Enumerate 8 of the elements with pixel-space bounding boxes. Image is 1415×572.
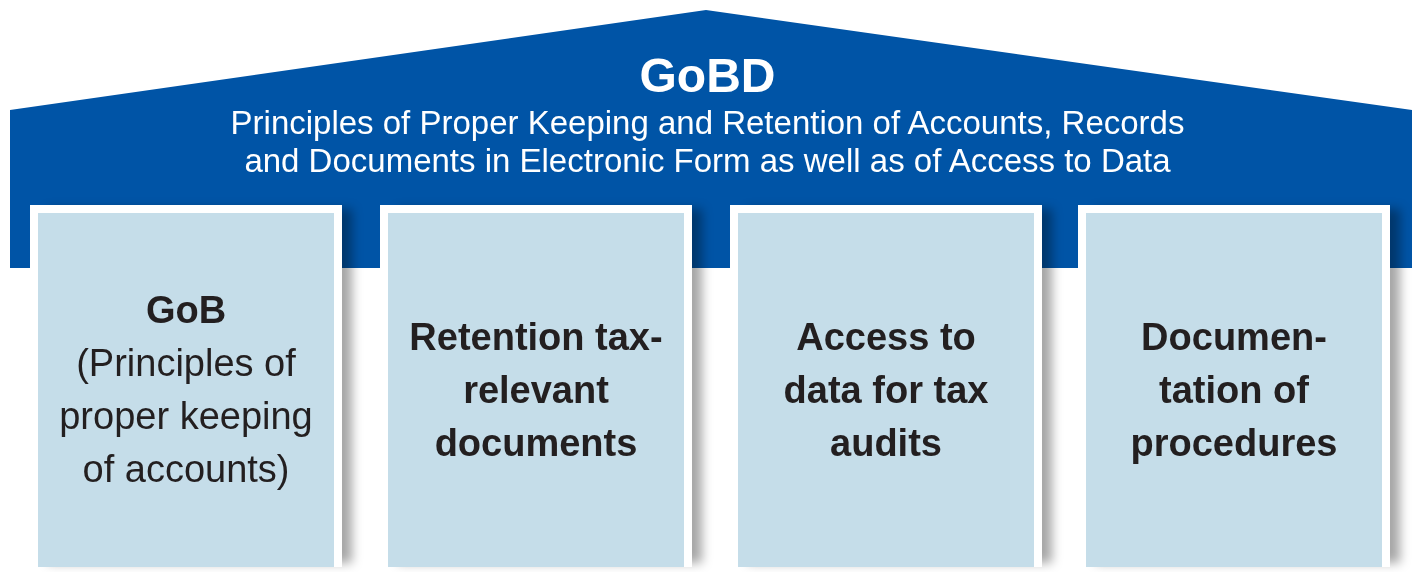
pillar-box bbox=[30, 205, 342, 567]
pillar-heading: Documen- tation of procedures bbox=[1129, 314, 1339, 466]
pillar-heading: Access to data for tax audits bbox=[782, 314, 990, 466]
subtitle-text: Principles of Proper Keeping and Retention of Accounts, Records and Documents in Electronic Form as well as of Access to Data bbox=[229, 104, 1186, 180]
pillar-text: (Principles of proper keeping of accounts) bbox=[58, 341, 314, 492]
pillar-heading: Retention tax-relevant documents bbox=[408, 314, 664, 466]
title-text: GoBD bbox=[638, 48, 777, 103]
pillar-heading: GoB bbox=[144, 288, 228, 333]
